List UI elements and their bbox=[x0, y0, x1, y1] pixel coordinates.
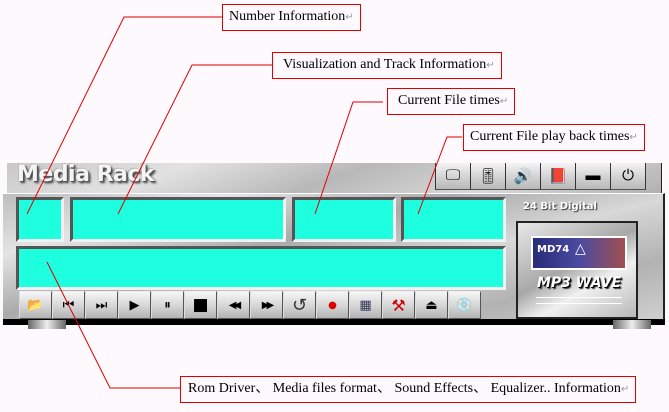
number-information-display bbox=[16, 197, 64, 242]
play-icon: ▶ bbox=[129, 297, 140, 313]
callout-rom-driver-info: Rom Driver、 Media files format、 Sound Ef… bbox=[180, 376, 637, 403]
visualization-track-display bbox=[70, 197, 286, 242]
playback-times-display bbox=[401, 197, 506, 242]
callout-playback-times: Current File play back times↵ bbox=[463, 124, 645, 151]
rewind-button[interactable]: ◀◀ bbox=[217, 291, 250, 319]
fast-forward-icon: ▶▶ bbox=[261, 299, 275, 311]
record-icon: ● bbox=[328, 299, 337, 311]
rewind-icon: ◀◀ bbox=[228, 299, 242, 311]
hammer-icon: ⚒ bbox=[391, 295, 406, 315]
speaker-settings-button[interactable]: 🔊 bbox=[506, 163, 541, 190]
open-button[interactable]: 📂 bbox=[19, 291, 52, 319]
brand-label: 24 Bit Digital bbox=[523, 201, 597, 212]
tools-button[interactable]: ⚒ bbox=[382, 291, 415, 319]
title-bar[interactable]: Media Rack 🖵 🎚 🔊 📕 ▬ ⏻ bbox=[7, 162, 662, 193]
divider bbox=[536, 297, 622, 298]
power-icon: ⏻ bbox=[622, 168, 634, 184]
right-foot bbox=[613, 320, 651, 329]
mp3-wave-logo: MP3 WAVE bbox=[536, 275, 622, 291]
player-base bbox=[3, 319, 665, 325]
callout-text: Rom Driver、 Media files format、 Sound Ef… bbox=[188, 381, 621, 396]
callout-text: Number Information bbox=[229, 9, 346, 24]
media-rack-player: Media Rack 🖵 🎚 🔊 📕 ▬ ⏻ 24 Bit Digital MD… bbox=[3, 162, 665, 329]
repeat-icon: ↺ bbox=[291, 294, 308, 316]
disc-label: MD74 bbox=[537, 244, 570, 255]
return-mark-icon: ↵ bbox=[345, 12, 354, 23]
minimize-button[interactable]: ▬ bbox=[576, 163, 611, 190]
mixer-slider-icon: 🎚 bbox=[478, 168, 498, 185]
rom-driver-info-display bbox=[16, 246, 506, 290]
return-mark-icon: ↵ bbox=[629, 132, 638, 143]
callout-text: Current File times bbox=[398, 93, 500, 108]
mp3-wave-badge: MD74 △ MP3 WAVE bbox=[516, 221, 638, 319]
return-mark-icon: ↵ bbox=[620, 384, 630, 395]
transport-controls: 📂 ⏮ ⏭ ▶ ⏸ ■ ◀◀ ▶▶ ↺ ● ▦ ⚒ ⏏ 💿 bbox=[19, 291, 481, 319]
callout-text: Visualization and Track Information bbox=[283, 57, 487, 72]
cd-file-button[interactable]: 💿 bbox=[448, 291, 481, 319]
equalizer-button[interactable]: ▦ bbox=[349, 291, 382, 319]
callout-text: Current File play back times bbox=[470, 129, 630, 144]
top-button-group: 🖵 🎚 🔊 📕 ▬ ⏻ bbox=[435, 163, 646, 190]
needle-icon: △ bbox=[575, 241, 586, 257]
play-button[interactable]: ▶ bbox=[118, 291, 151, 319]
folder-open-icon: 📂 bbox=[27, 297, 44, 313]
eject-icon: ⏏ bbox=[425, 297, 438, 313]
return-mark-icon: ↵ bbox=[499, 96, 509, 107]
current-file-times-display bbox=[292, 197, 396, 242]
callout-visualization: Visualization and Track Information↵ bbox=[272, 52, 502, 79]
help-book-icon: 📕 bbox=[548, 168, 568, 185]
previous-button[interactable]: ⏮ bbox=[52, 291, 85, 319]
mixer-button[interactable]: 🎚 bbox=[471, 163, 506, 190]
divider bbox=[536, 303, 622, 304]
record-button[interactable]: ● bbox=[316, 291, 349, 319]
fast-forward-button[interactable]: ▶▶ bbox=[250, 291, 283, 319]
help-button[interactable]: 📕 bbox=[541, 163, 576, 190]
disc-graphic: MD74 △ bbox=[531, 236, 627, 270]
repeat-button[interactable]: ↺ bbox=[283, 291, 316, 319]
player-body: 24 Bit Digital MD74 △ MP3 WAVE 📂 ⏮ ⏭ ▶ ⏸… bbox=[3, 193, 665, 320]
equalizer-icon: ▦ bbox=[359, 297, 372, 313]
speaker-icon: 🔊 bbox=[513, 168, 533, 185]
minimize-icon: ▬ bbox=[585, 167, 601, 184]
skip-previous-icon: ⏮ bbox=[62, 297, 75, 313]
pause-button[interactable]: ⏸ bbox=[151, 291, 184, 319]
next-button[interactable]: ⏭ bbox=[85, 291, 118, 319]
cd-file-icon: 💿 bbox=[456, 297, 473, 313]
display-button[interactable]: 🖵 bbox=[435, 163, 471, 190]
stop-icon: ■ bbox=[192, 295, 209, 315]
eject-button[interactable]: ⏏ bbox=[415, 291, 448, 319]
callout-number-information: Number Information↵ bbox=[222, 4, 361, 31]
pause-icon: ⏸ bbox=[164, 297, 171, 313]
left-foot bbox=[28, 320, 66, 329]
monitor-icon: 🖵 bbox=[445, 168, 461, 184]
callout-current-file-times: Current File times↵ bbox=[387, 88, 516, 115]
app-logo: Media Rack bbox=[17, 162, 155, 187]
return-mark-icon: ↵ bbox=[486, 60, 495, 71]
power-button[interactable]: ⏻ bbox=[611, 163, 646, 190]
stop-button[interactable]: ■ bbox=[184, 291, 217, 319]
skip-next-icon: ⏭ bbox=[95, 297, 108, 313]
